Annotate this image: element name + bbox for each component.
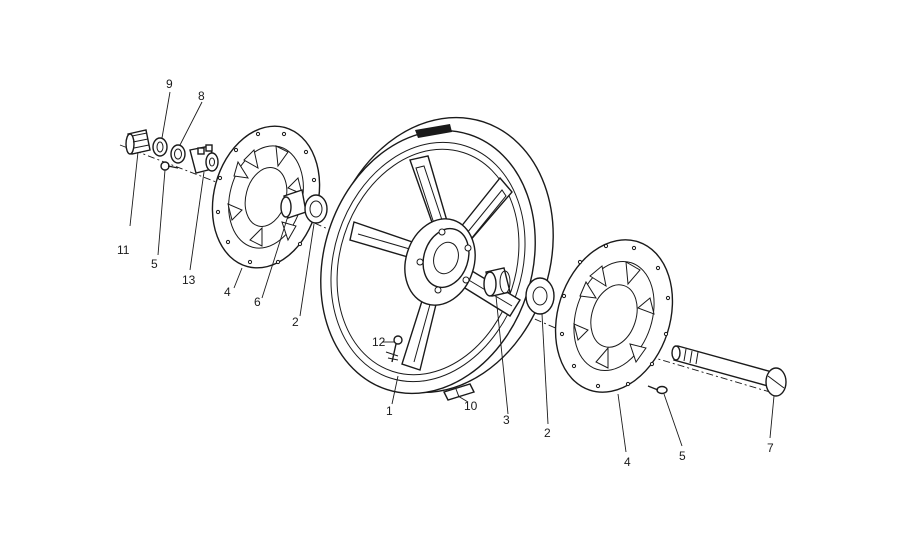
callout-6: 6 — [254, 295, 261, 309]
callout-1: 1 — [386, 404, 393, 418]
callout-2-left: 2 — [292, 315, 299, 329]
screw-left — [160, 161, 179, 171]
bearing-left — [304, 194, 328, 224]
oil-seal — [170, 144, 186, 164]
speedometer-drive — [125, 129, 151, 155]
balance-weight — [443, 383, 475, 401]
callout-7: 7 — [767, 441, 774, 455]
callout-4-right: 4 — [624, 455, 631, 469]
callout-3: 3 — [503, 413, 510, 427]
callout-9: 9 — [166, 77, 173, 91]
spacer-ring — [152, 137, 168, 157]
inner-spacer-right — [483, 267, 511, 297]
callout-11: 11 — [117, 243, 130, 257]
leader-lines — [129, 91, 775, 453]
inner-spacer-left — [280, 189, 307, 219]
brake-disc-left — [211, 125, 321, 269]
callout-5-left: 5 — [151, 257, 158, 271]
speedometer-gear — [189, 144, 219, 174]
bearing-right — [525, 277, 555, 315]
callout-13: 13 — [182, 273, 196, 287]
wheel-rim — [320, 116, 554, 395]
callout-2-right: 2 — [544, 426, 551, 440]
valve-stem — [385, 335, 403, 363]
brake-disc-right — [554, 239, 674, 393]
callout-8: 8 — [198, 89, 205, 103]
callout-10: 10 — [464, 399, 478, 413]
callout-5-right: 5 — [679, 449, 686, 463]
callout-12: 12 — [372, 335, 386, 349]
callout-4-left: 4 — [224, 285, 231, 299]
screw-right — [647, 385, 668, 395]
wheel-axle — [671, 345, 787, 397]
